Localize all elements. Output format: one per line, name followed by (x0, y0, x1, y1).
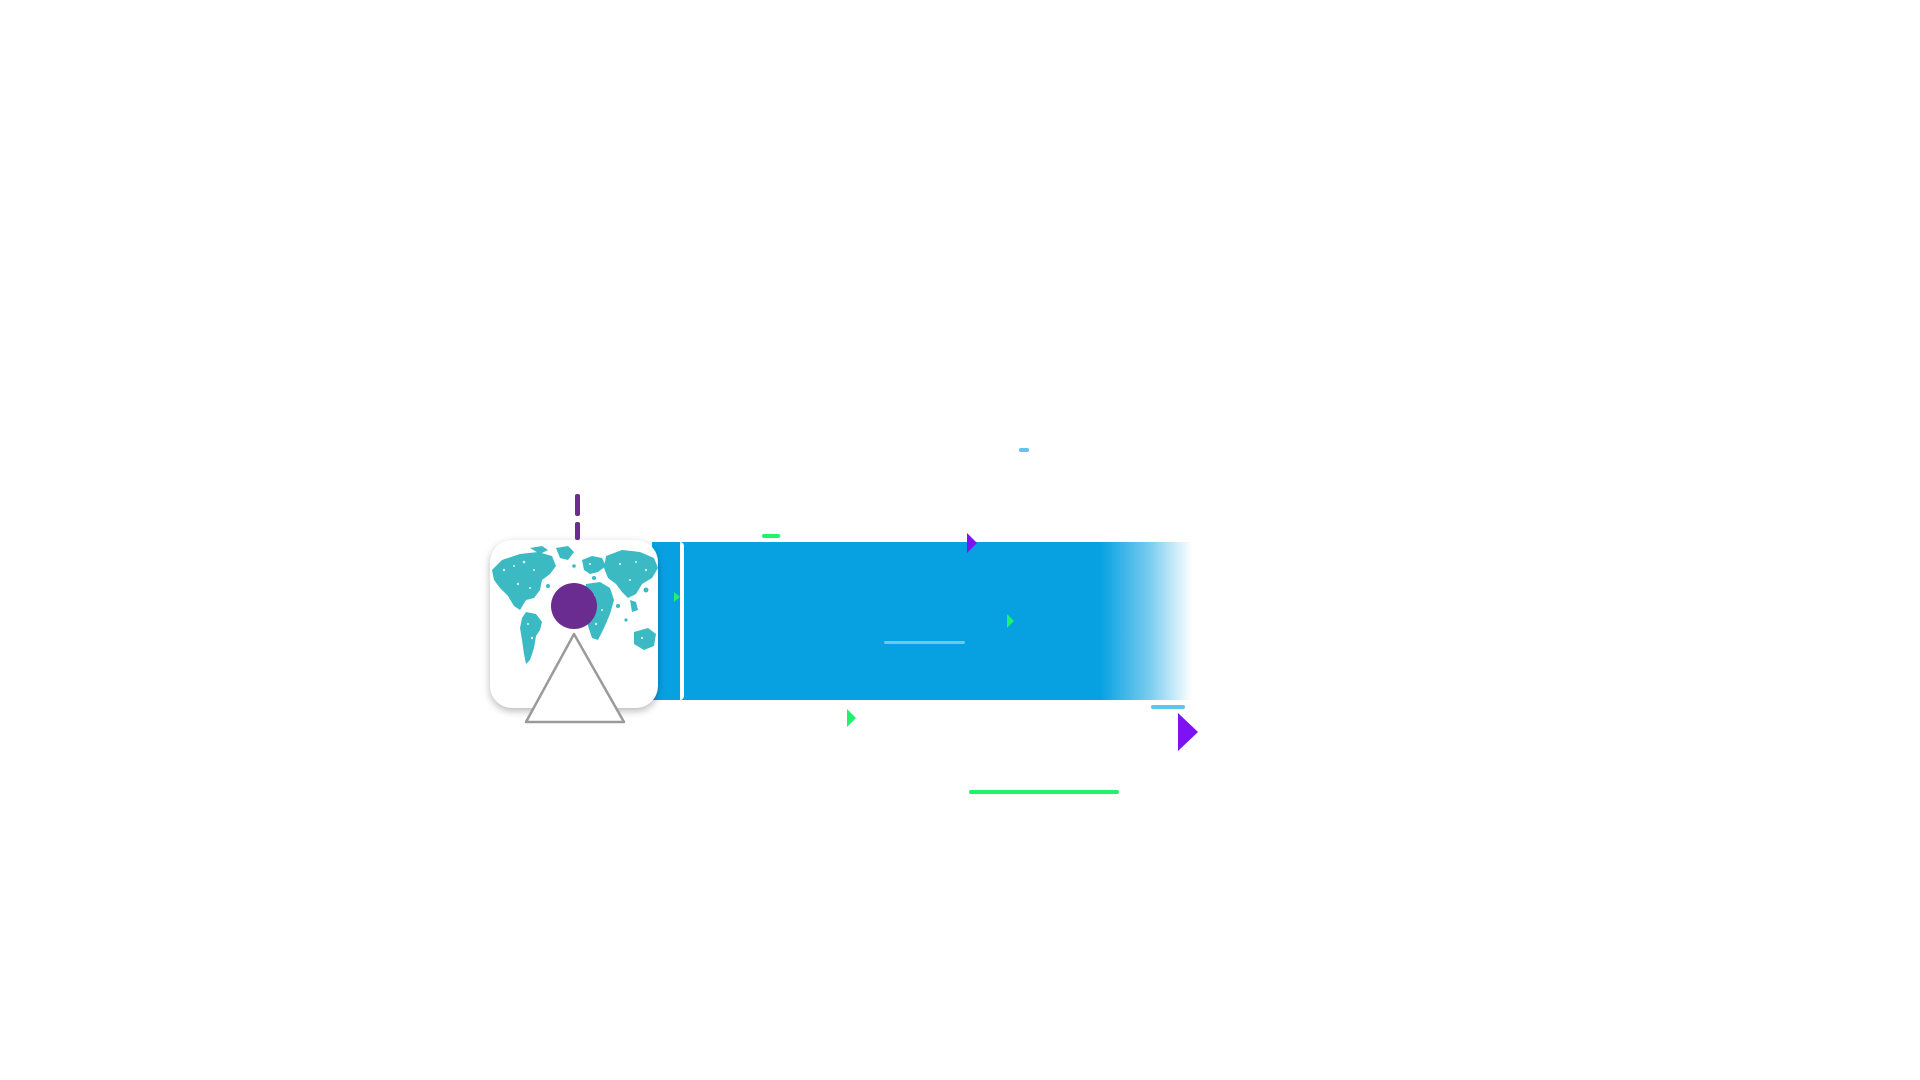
caption-placeholder-line (884, 641, 965, 644)
light-blue-dash-small (1019, 448, 1029, 452)
purple-triangle-arrow-icon-large (1178, 713, 1198, 751)
green-triangle-arrow-icon-bottom (847, 709, 856, 727)
purple-dash-top (575, 494, 580, 516)
pin-head-circle (551, 583, 597, 629)
world-map-icon (492, 546, 658, 664)
purple-triangle-arrow-icon (967, 533, 977, 553)
banner-bar (652, 542, 1192, 700)
green-triangle-arrow-icon-mid (1007, 614, 1014, 628)
green-line-bottom (969, 790, 1119, 794)
green-triangle-arrow-icon-small (674, 592, 680, 602)
green-dash-small (762, 534, 780, 538)
location-pin-icon (524, 632, 626, 724)
banner-divider (680, 542, 684, 700)
purple-dash-bottom (575, 522, 580, 540)
light-blue-dash-right (1151, 705, 1185, 709)
